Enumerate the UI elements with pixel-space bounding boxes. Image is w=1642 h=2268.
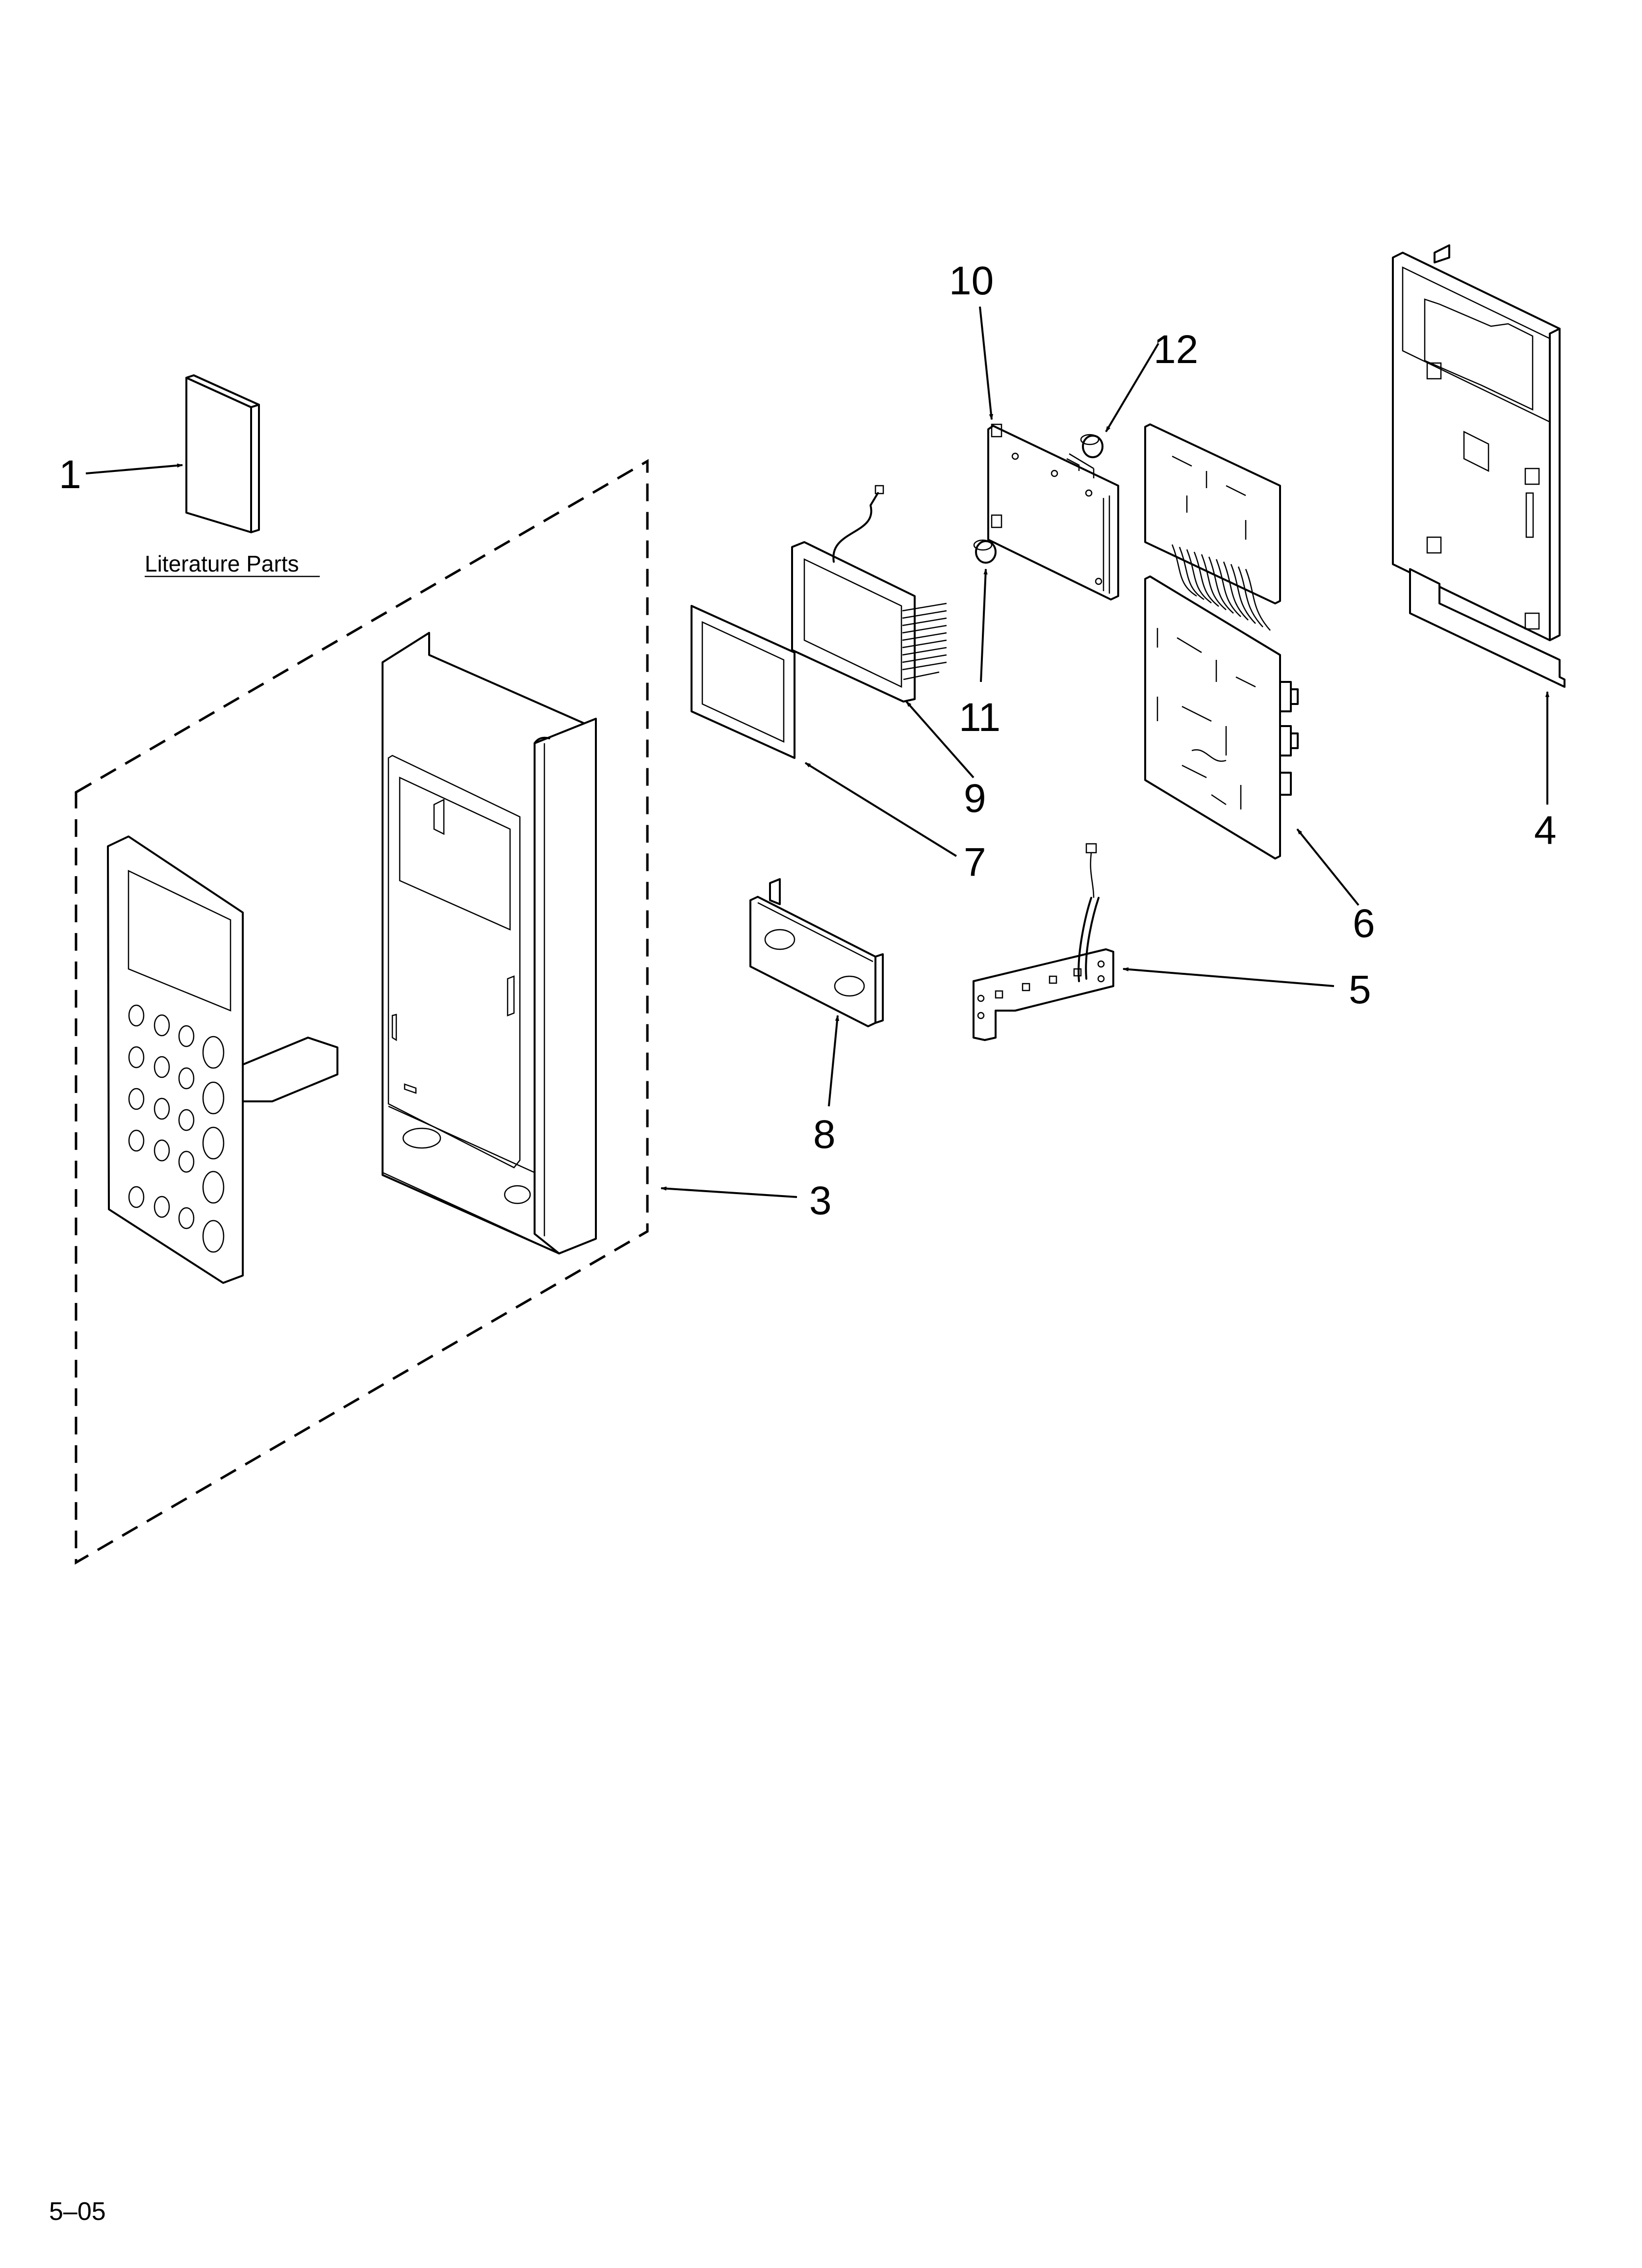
leader-line-12 xyxy=(1105,342,1159,433)
leader-line-5 xyxy=(1122,967,1334,987)
callout-8: 8 xyxy=(813,1112,836,1157)
literature-book xyxy=(185,374,260,533)
leader-line-10 xyxy=(979,306,994,420)
callout-4: 4 xyxy=(1534,808,1557,853)
callout-5: 5 xyxy=(1349,967,1371,1012)
knob-12 xyxy=(1080,434,1103,458)
switch-board xyxy=(973,843,1114,1041)
callout-9: 9 xyxy=(964,776,986,821)
leader-line-1 xyxy=(85,463,183,474)
callout-12: 12 xyxy=(1154,327,1198,372)
control-panel-housing xyxy=(382,632,597,1254)
keypad-membrane xyxy=(107,835,338,1284)
control-panel-assembly-outline xyxy=(75,459,649,1565)
window-pane xyxy=(691,605,795,759)
callout-6: 6 xyxy=(1353,901,1375,946)
leader-line-7 xyxy=(804,762,957,857)
leader-line-11 xyxy=(980,568,988,682)
leader-line-8 xyxy=(828,1015,840,1107)
board-traces xyxy=(1156,455,1256,809)
board-relays xyxy=(1279,681,1299,796)
mounting-plate xyxy=(1392,244,1565,688)
literature-parts-label: Literature Parts xyxy=(145,551,299,576)
main-control-board xyxy=(1144,423,1299,860)
bracket xyxy=(749,878,884,1027)
board-wire-harness xyxy=(1171,544,1271,631)
display-circuit-board xyxy=(987,423,1119,600)
knob-11 xyxy=(973,539,997,564)
callout-10: 10 xyxy=(949,259,994,303)
callout-3: 3 xyxy=(809,1178,832,1223)
keypad-buttons xyxy=(128,1004,225,1253)
leader-line-6 xyxy=(1296,828,1360,906)
callout-11: 11 xyxy=(959,695,1001,740)
lcd-ribbon-cable xyxy=(902,602,947,680)
leader-line-3 xyxy=(660,1186,797,1198)
leader-line-9 xyxy=(905,701,975,779)
lcd-display xyxy=(791,485,947,703)
callout-7: 7 xyxy=(964,840,986,885)
callout-1: 1 xyxy=(59,452,81,497)
footer-code: 5–05 xyxy=(49,2197,106,2226)
